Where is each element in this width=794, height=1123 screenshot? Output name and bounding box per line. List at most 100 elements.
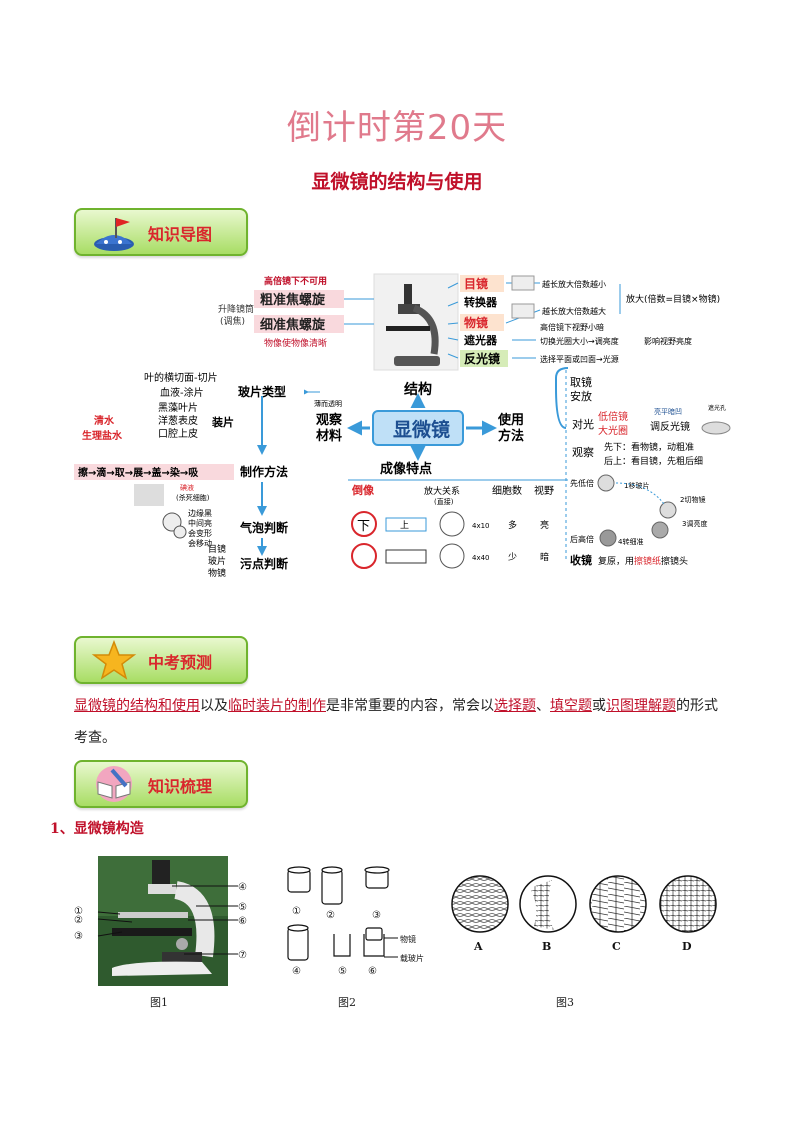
mm-r1: 4x10 [472, 522, 490, 530]
mm-then: 后上：看目镜，先粗后细 [604, 455, 703, 467]
forecast-key-2: 临时装片的制作 [228, 698, 326, 714]
mm-mount-2: 洋葱表皮 [158, 414, 198, 427]
mm-affect: 影响视野亮度 [644, 336, 692, 346]
mm-mirror-note: 选择平面或凹面→光源 [540, 354, 619, 364]
fig1-label-2: ② [74, 915, 83, 926]
mm-eyepiece: 目镜 [464, 276, 488, 291]
mm-mount: 装片 [211, 415, 234, 429]
section-knowledge-map-label: 知识导图 [148, 225, 213, 244]
mm-ratio: 放大关系 [424, 485, 460, 497]
mm-big: 大光圈 [598, 424, 628, 437]
svg-text:会移动: 会移动 [188, 538, 212, 548]
book-pen-icon [96, 766, 132, 802]
forecast-key-3: 选择题 [494, 698, 536, 714]
mm-light: 对光 [572, 417, 594, 431]
mm-center-box [372, 410, 464, 446]
fig3-label-d: D [682, 940, 692, 953]
mm-low: 低倍镜 [598, 410, 628, 423]
heading-microscope-structure: 1、显微镜构造 [50, 821, 144, 837]
svg-text:物镜: 物镜 [208, 567, 226, 579]
mm-dirt-list: 目镜 [208, 543, 226, 555]
mm-diaphragm: 遮光器 [464, 333, 498, 347]
forecast-text-6: 考查。 [74, 730, 116, 746]
fig2-label-6: ⑥ [368, 966, 377, 977]
fig2-objective: 物镜 [400, 934, 416, 944]
svg-text:方法: 方法 [498, 428, 524, 444]
mm-hp: 后高倍 [570, 534, 594, 544]
mm-converter: 转换器 [464, 295, 498, 309]
fig2-label-1: ① [292, 906, 301, 917]
mm-mirror: 反光镜 [464, 351, 500, 366]
forecast-key-1: 显微镜的结构和使用 [74, 698, 200, 714]
svg-text:下: 下 [357, 519, 370, 534]
mm-slide-type: 玻片类型 [238, 384, 286, 399]
mm-mount-1: 黑藻叶片 [158, 401, 198, 414]
forecast-key-4: 填空题 [550, 698, 592, 714]
figure-3-cells: A B C D [451, 875, 717, 953]
mm-r2: 4x40 [472, 554, 490, 562]
mm-lift: 升降镜筒 [218, 303, 254, 315]
forecast-text-4: 或 [592, 698, 606, 714]
figure-1-caption: 图1 [150, 996, 168, 1009]
fig2-label-2: ② [326, 910, 335, 921]
fig2-label-3: ③ [372, 910, 381, 921]
fig1-label-1: ① [74, 906, 83, 917]
mm-s3: 3调亮度 [682, 519, 707, 528]
forecast-key-5: 识图理解题 [606, 698, 676, 714]
mm-see: 观察 [572, 445, 594, 459]
mm-hp-note: 高倍镜下不可用 [264, 275, 327, 287]
mm-bubble-desc: 边缘黑 [188, 508, 212, 518]
star-icon [91, 640, 137, 680]
mm-structure: 结构 [404, 381, 432, 398]
mm-dia-note: 切换光圈大小→调亮度 [540, 336, 619, 346]
mm-store: 收镜 [570, 553, 592, 567]
section-knowledge-review: 知识梳理 [74, 760, 248, 808]
mm-mount-3: 口腔上皮 [158, 427, 198, 440]
mm-invert: 倒像 [351, 483, 375, 497]
mm-lp: 先低倍 [570, 478, 594, 488]
svg-text:会变形: 会变形 [188, 528, 212, 538]
fig1-label-4: ④ [238, 882, 247, 893]
svg-text:中间亮: 中间亮 [188, 518, 212, 528]
mm-coarse-focus: 粗准焦螺旋 [260, 292, 326, 308]
mm-bright: 亮平暗凹 [654, 407, 682, 416]
mm-stain-note: (杀死细胞) [176, 493, 210, 502]
figure-2-caption: 图2 [338, 996, 356, 1009]
mm-c2: 少 [508, 552, 517, 563]
fig3-label-b: B [542, 940, 551, 953]
forecast-text-5: 的形式 [676, 698, 718, 714]
mm-s2: 2切物镜 [680, 495, 705, 504]
mm-cells: 细胞数 [492, 484, 522, 497]
figure-1-microscope: ① ② ③ ④ ⑤ ⑥ ⑦ [74, 856, 247, 986]
mm-thin: 薄而透明 [314, 399, 342, 408]
mm-obj-note: 越长放大倍数越大 [542, 306, 606, 316]
mm-up: 上 [400, 520, 409, 531]
forecast-paragraph: 显微镜的结构和使用以及临时装片的制作是非常重要的内容，常会以选择题、填空题或识图… [74, 690, 734, 754]
mm-saline: 生理盐水 [82, 429, 123, 442]
mm-view: 视野 [534, 484, 554, 497]
figure-3-caption: 图3 [556, 996, 574, 1009]
forecast-text-2: 是非常重要的内容，常会以 [326, 698, 494, 714]
mm-fine-note: 物像使物像清晰 [264, 337, 327, 349]
fig1-label-5: ⑤ [238, 902, 247, 913]
mm-observe: 观察 [316, 412, 343, 428]
mm-dirt: 污点判断 [240, 556, 288, 571]
mm-fine-focus: 细准焦螺旋 [260, 317, 326, 333]
mm-ep-note: 越长放大倍数越小 [542, 279, 606, 289]
fig3-label-c: C [612, 940, 621, 953]
mm-slide-section: 叶的横切面-切片 [144, 371, 218, 384]
mm-center: 显微镜 [393, 418, 450, 441]
mm-adjust: 调反光镜 [650, 420, 690, 433]
page-subtitle: 显微镜的结构与使用 [311, 171, 483, 193]
mm-c1: 多 [508, 519, 517, 531]
page-title: 倒计时第20天 [286, 108, 508, 148]
mm-first: 先下：看物镜，动粗准 [604, 441, 694, 453]
mindmap-diagram: 高倍镜下不可用 粗准焦螺旋 细准焦螺旋 升降镜筒 (调焦) 物像使物像清晰 目镜… [74, 273, 731, 579]
svg-text:材料: 材料 [316, 428, 342, 444]
figure-2-lenses: ① ② ③ ④ ⑤ ⑥ 物镜 载玻片 [287, 866, 424, 977]
mm-imaging: 成像特点 [380, 461, 432, 477]
mm-magnify: 放大(倍数=目镜×物镜) [626, 293, 720, 305]
mm-water: 清水 [94, 414, 115, 427]
mm-eye: 遮光孔 [708, 404, 726, 412]
svg-text:安放: 安放 [570, 389, 592, 403]
